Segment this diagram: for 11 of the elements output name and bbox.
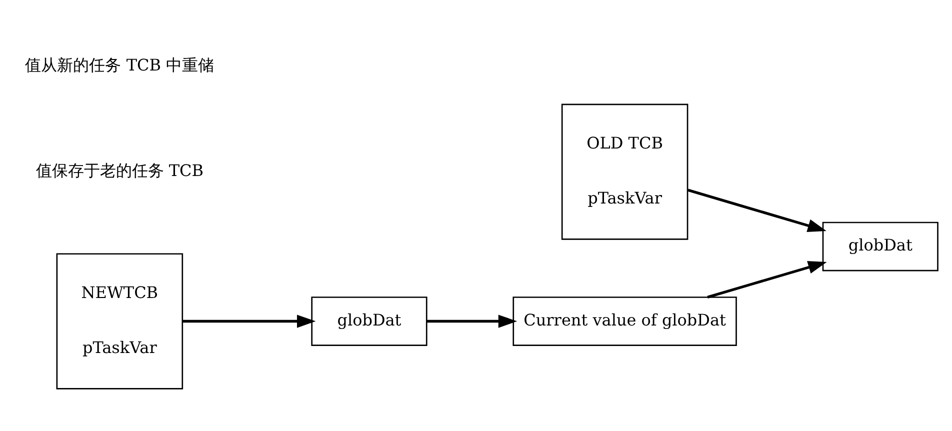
arrow	[707, 260, 827, 298]
label: 值从新的任务 TCB 中重储	[25, 56, 214, 74]
label: 值保存于老的任务 TCB	[36, 160, 204, 180]
arrow	[426, 314, 518, 328]
node-box: NEWTCB pTaskVar	[56, 253, 184, 390]
arrow	[688, 188, 826, 232]
node-box: Current value of globDat	[512, 296, 737, 346]
node-box: globDat	[311, 296, 428, 346]
node-box: globDat	[822, 222, 938, 272]
node-box: OLD TCB pTaskVar	[561, 104, 688, 240]
arrow	[182, 314, 316, 328]
